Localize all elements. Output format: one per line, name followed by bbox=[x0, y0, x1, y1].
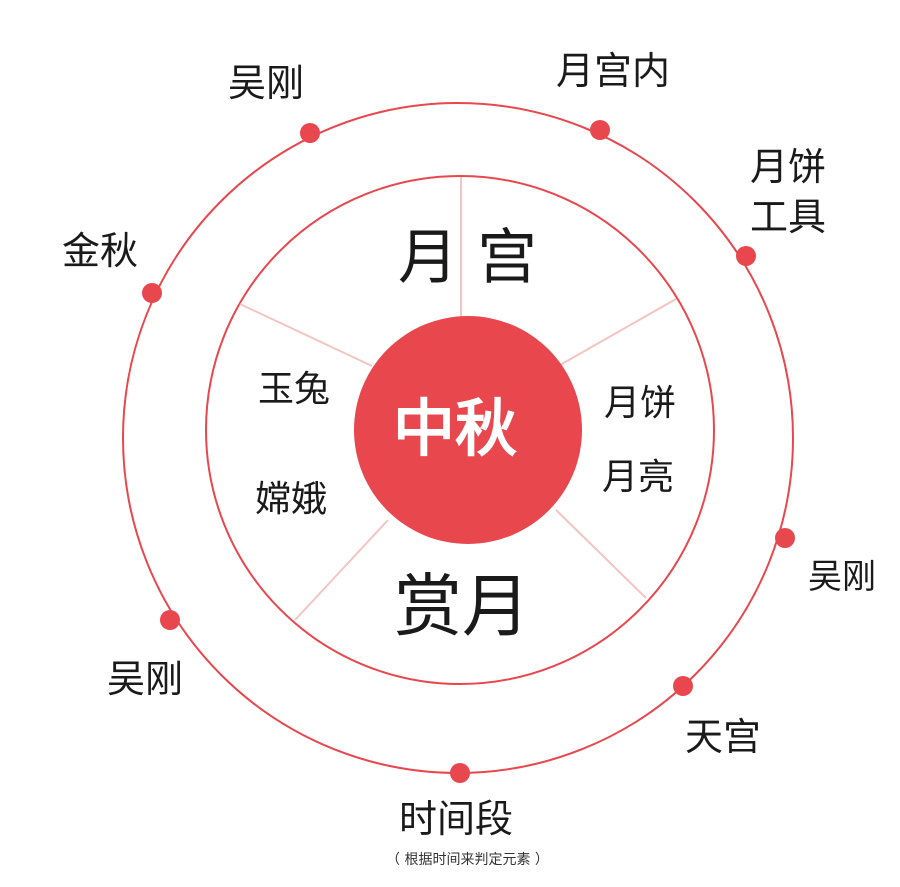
section-right-label-1: 月饼 bbox=[604, 383, 677, 424]
spoke bbox=[239, 303, 373, 367]
dot bbox=[736, 246, 756, 266]
section-bottom-label: 赏月 bbox=[394, 568, 531, 647]
dot bbox=[450, 763, 470, 783]
outer-dots bbox=[142, 120, 795, 783]
outer-label-right-upper-1: 月饼 bbox=[750, 145, 827, 189]
outer-label-bottom: 时间段 bbox=[399, 797, 514, 841]
dot bbox=[775, 528, 795, 548]
outer-label-top-right: 月宫内 bbox=[556, 49, 671, 93]
dot bbox=[300, 123, 320, 143]
outer-label-right-upper-2: 工具 bbox=[750, 195, 827, 239]
outer-label-bottom-left: 吴刚 bbox=[107, 657, 184, 701]
spokes bbox=[239, 177, 677, 621]
dot bbox=[160, 610, 180, 630]
section-left-label-1: 玉兔 bbox=[258, 369, 331, 410]
outer-label-top-left: 吴刚 bbox=[228, 61, 305, 105]
section-left-label-2: 嫦娥 bbox=[255, 479, 328, 520]
spoke bbox=[294, 519, 389, 621]
spoke bbox=[559, 298, 677, 366]
outer-label-bottom-right: 天宫 bbox=[685, 715, 762, 759]
center-label: 中秋 bbox=[393, 392, 518, 465]
dot bbox=[590, 120, 610, 140]
dot bbox=[142, 283, 162, 303]
bottom-note: （ 根据时间来判定元素 ） bbox=[386, 852, 549, 868]
spoke bbox=[555, 509, 647, 599]
outer-label-left: 金秋 bbox=[62, 229, 139, 273]
inner-ring bbox=[205, 175, 715, 685]
dot bbox=[673, 676, 693, 696]
outer-label-right-lower: 吴刚 bbox=[808, 557, 876, 597]
section-right-label-2: 月亮 bbox=[602, 457, 675, 498]
center-circle bbox=[354, 316, 582, 544]
section-top-label: 月 宫 bbox=[398, 223, 538, 293]
